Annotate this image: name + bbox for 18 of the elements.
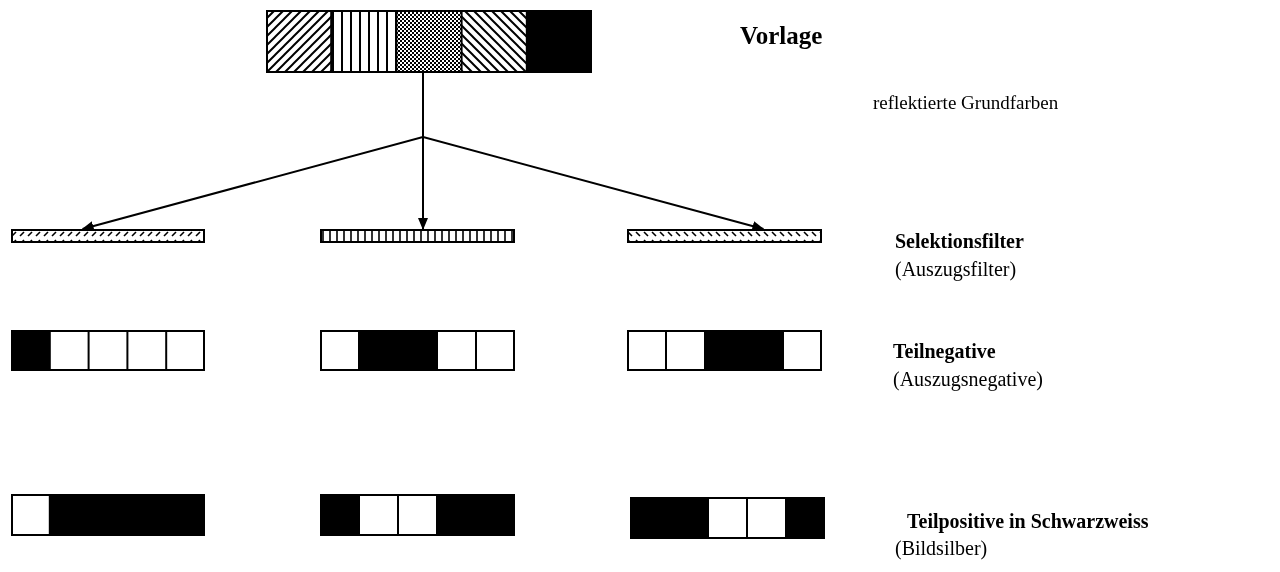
negative-strip [320,330,515,371]
note: reflektierte Grundfarben [873,92,1059,114]
positive-strip [11,494,205,536]
negative-strip [627,330,822,371]
row-subheading: (Bildsilber) [895,537,988,560]
row-heading: Vorlage [740,22,823,50]
filter-strip [320,229,515,243]
filter-strip [11,229,205,243]
row-heading: Teilnegative [893,340,996,363]
positive-strip [630,497,825,539]
filter-strip [627,229,822,243]
row-subheading: (Auszugsfilter) [895,258,1017,281]
original-strip [266,10,592,73]
positive-strip [320,494,515,536]
negative-strip [11,330,205,371]
row-heading: Selektionsfilter [895,230,1024,253]
row-subheading: (Auszugsnegative) [893,368,1043,391]
row-heading: Teilpositive in Schwarzweiss [907,510,1149,533]
